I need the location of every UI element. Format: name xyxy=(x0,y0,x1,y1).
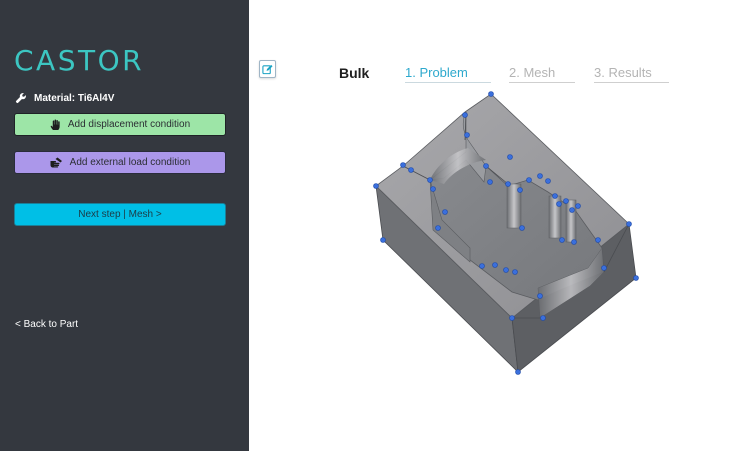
part-boss-3 xyxy=(565,199,577,243)
add-displacement-label: Add displacement condition xyxy=(67,119,191,130)
mesh-vertices[interactable] xyxy=(373,91,639,375)
part-fillet-corner xyxy=(430,148,486,184)
sidebar: CASTOR Material: Ti6Al4V Add displacemen… xyxy=(0,0,249,451)
material-text: Material: Ti6Al4V xyxy=(34,92,115,104)
part-edge-rim xyxy=(402,111,630,319)
tab-problem[interactable]: 1. Problem xyxy=(405,65,491,83)
part-boss-1 xyxy=(506,183,522,229)
tab-mesh[interactable]: 2. Mesh xyxy=(509,65,575,83)
hand-push-icon xyxy=(50,157,62,168)
next-step-label: Next step | Mesh > xyxy=(78,209,162,220)
tab-results[interactable]: 3. Results xyxy=(594,65,669,83)
add-load-button[interactable]: Add external load condition xyxy=(14,151,226,174)
edit-icon xyxy=(262,64,273,74)
part-pocket-wall-left xyxy=(429,179,471,263)
castor-logo: CASTOR xyxy=(14,44,145,77)
add-load-label: Add external load condition xyxy=(69,157,191,168)
material-label: Material: Ti6Al4V xyxy=(15,91,114,105)
add-displacement-button[interactable]: Add displacement condition xyxy=(14,113,226,136)
next-step-button[interactable]: Next step | Mesh > xyxy=(14,203,226,226)
hand-icon xyxy=(50,119,60,130)
page-title: Bulk xyxy=(339,65,370,81)
wrench-icon xyxy=(15,93,26,104)
back-to-part-link[interactable]: < Back to Part xyxy=(15,319,79,330)
model-viewport[interactable] xyxy=(249,84,740,451)
edit-button[interactable] xyxy=(259,60,276,78)
